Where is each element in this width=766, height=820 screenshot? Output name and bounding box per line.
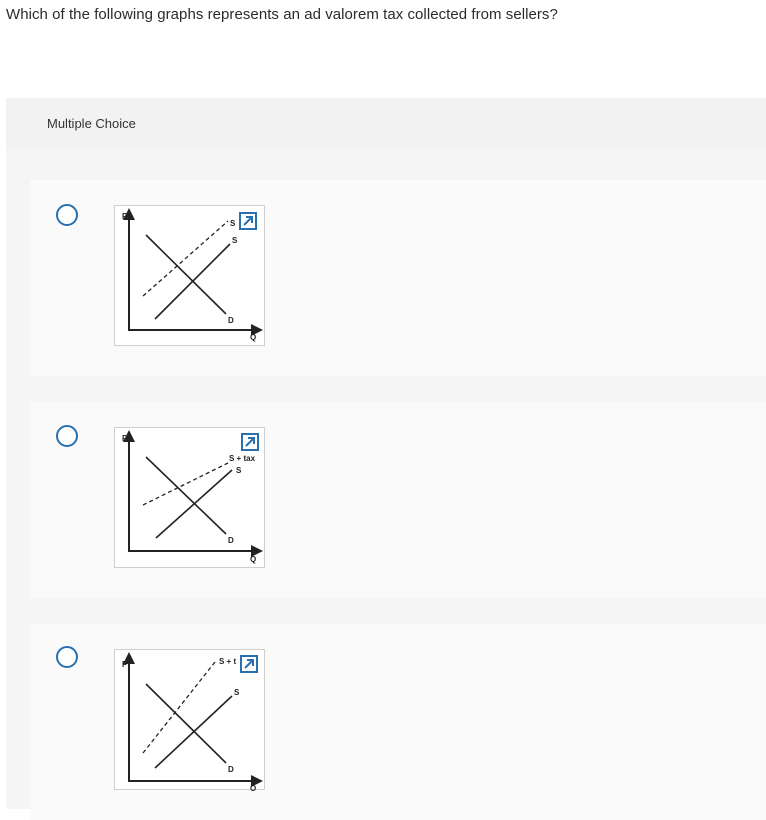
price-label: P <box>122 212 128 221</box>
demand-line <box>145 234 227 315</box>
multiple-choice-header: Multiple Choice <box>6 98 766 148</box>
tax-supply-line <box>142 462 229 506</box>
choice-option-3[interactable]: P Q S + t S D <box>30 624 766 820</box>
radio-button-2[interactable] <box>56 425 78 447</box>
expand-icon[interactable] <box>239 212 257 230</box>
multiple-choice-label: Multiple Choice <box>47 116 136 131</box>
quantity-label: Q <box>250 555 256 564</box>
demand-label: D <box>228 765 234 774</box>
question-text: Which of the following graphs represents… <box>6 6 558 23</box>
supply-line <box>154 243 231 320</box>
demand-label: D <box>228 536 234 545</box>
radio-button-3[interactable] <box>56 646 78 668</box>
price-label: P <box>122 434 128 443</box>
supply-label: S <box>234 688 240 697</box>
quantity-label: Q <box>250 784 256 791</box>
tax-supply-label: S + tax <box>229 454 256 463</box>
supply-label: S <box>236 466 242 475</box>
supply-label: S <box>232 236 238 245</box>
choice-option-1[interactable]: P Q S S D <box>30 180 766 376</box>
tax-supply-label: S + t <box>219 657 236 666</box>
supply-line <box>154 695 233 769</box>
expand-icon[interactable] <box>240 655 258 673</box>
demand-line <box>145 683 227 764</box>
tax-supply-line <box>142 220 229 297</box>
choice-option-2[interactable]: P Q S + tax S D <box>30 402 766 598</box>
demand-label: D <box>228 316 234 325</box>
radio-button-1[interactable] <box>56 204 78 226</box>
supply-line <box>155 469 233 539</box>
tax-supply-label: S <box>230 219 236 228</box>
expand-icon[interactable] <box>241 433 259 451</box>
choice-graph-2: P Q S + tax S D <box>114 427 265 568</box>
tax-supply-line <box>142 661 216 754</box>
choice-graph-3: P Q S + t S D <box>114 649 265 791</box>
price-label: P <box>122 660 128 669</box>
quantity-label: Q <box>250 333 256 342</box>
demand-line <box>145 456 227 535</box>
